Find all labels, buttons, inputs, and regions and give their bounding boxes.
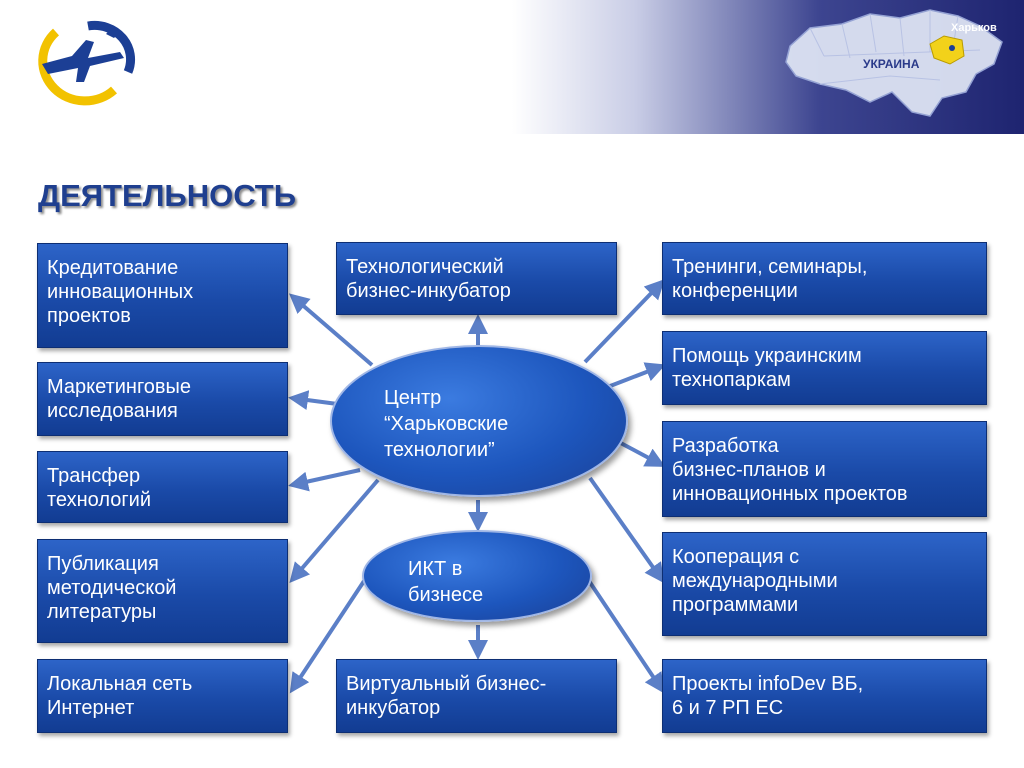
- arrow-center-to-business-plans: [614, 438, 666, 467]
- box-credit: Кредитование инновационных проектов: [37, 243, 288, 348]
- hub-ict-in-business: ИКТ в бизнесе: [362, 530, 592, 622]
- company-logo: [38, 20, 136, 106]
- arrow-center-to-technoparks: [604, 362, 666, 390]
- box-technoparks: Помощь украинским технопаркам: [662, 331, 987, 405]
- box-trainings: Тренинги, семинары, конференции: [662, 242, 987, 315]
- box-publication: Публикация методической литературы: [37, 539, 288, 643]
- arrow-center-to-trainings: [583, 279, 665, 364]
- box-tech-incubator: Технологический бизнес-инкубатор: [336, 242, 617, 315]
- map-country-label: УКРАИНА: [863, 57, 920, 71]
- box-infodev: Проекты infoDev ВБ, 6 и 7 РП ЕС: [662, 659, 987, 733]
- box-business-plans: Разработка бизнес-планов и инновационных…: [662, 421, 987, 517]
- arrow-ict-to-infodev: [583, 573, 665, 694]
- box-virtual-incubator: Виртуальный бизнес- инкубатор: [336, 659, 617, 733]
- arrow-center-to-transfer: [288, 468, 361, 492]
- arrow-center-to-publication: [289, 478, 380, 584]
- page-title: ДЕЯТЕЛЬНОСТЬ: [38, 178, 297, 213]
- arrow-ict-to-network: [289, 573, 370, 694]
- box-cooperation: Кооперация с международными программами: [662, 532, 987, 636]
- box-local-network: Локальная сеть Интернет: [37, 659, 288, 733]
- map-city-label: Харьков: [951, 22, 997, 34]
- ukraine-map: [785, 9, 1003, 117]
- box-transfer: Трансфер технологий: [37, 451, 288, 523]
- arrow-center-to-cooperation: [588, 476, 665, 584]
- arrow-center-to-credit: [288, 293, 374, 367]
- hub-kharkiv-technologies: Центр “Харьковские технологии”: [330, 345, 628, 497]
- box-marketing: Маркетинговые исследования: [37, 362, 288, 436]
